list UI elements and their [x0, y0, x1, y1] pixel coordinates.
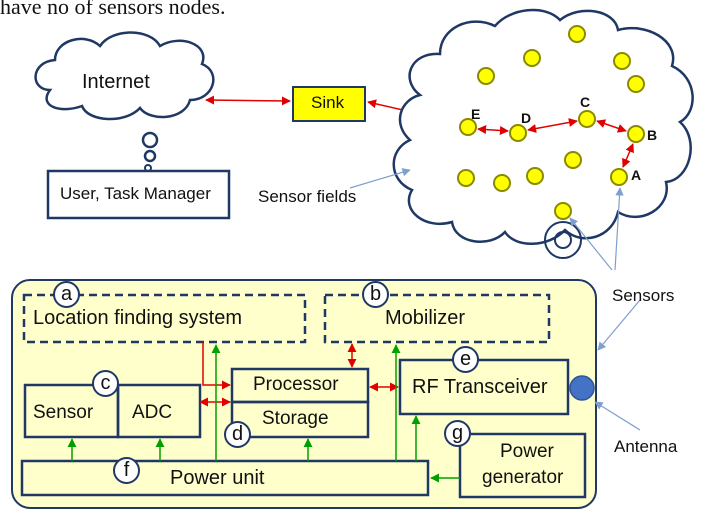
adc-label: ADC — [132, 402, 173, 423]
link-c-b — [596, 119, 627, 133]
sensors-label: Sensors — [612, 286, 675, 305]
node-a-label: A — [631, 167, 642, 183]
sensor-node-b — [627, 125, 645, 143]
link-b-a — [622, 143, 634, 168]
location-finding-box — [22, 293, 307, 344]
internet-label: Internet — [82, 71, 150, 93]
marker-g: g — [444, 420, 471, 447]
sensor-node-c — [578, 110, 596, 128]
link-e-d — [477, 125, 509, 135]
sensor-node — [627, 75, 645, 93]
sensor-node — [493, 174, 511, 192]
caption-fragment: have no of sensors nodes. — [0, 0, 226, 19]
sensor-node-panel — [11, 279, 597, 509]
sensor-node — [564, 151, 582, 169]
sink-label: Sink — [311, 93, 345, 112]
sensor-node — [554, 202, 572, 220]
sensor-node-d — [509, 124, 527, 142]
sensors-pointer-node — [597, 299, 641, 351]
sensors-pointer-2 — [614, 187, 624, 271]
marker-b: b — [362, 281, 389, 308]
thought-bubble-medium — [143, 149, 157, 163]
sensor-node — [613, 52, 631, 70]
sensor-node — [526, 167, 544, 185]
antenna-label: Antenna — [614, 437, 678, 456]
link-d-c — [527, 118, 578, 133]
power-unit-box — [20, 459, 430, 497]
location-processor-link — [202, 342, 231, 390]
internet-sink-link — [205, 95, 291, 106]
sensor-node-a — [610, 168, 628, 186]
antenna-ring-inner — [554, 231, 572, 249]
marker-f: f — [113, 457, 140, 484]
sensor-node — [457, 169, 475, 187]
mobilizer-box — [323, 293, 551, 344]
marker-e: e — [452, 346, 479, 373]
power-unit-label: Power unit — [170, 467, 265, 489]
sensors-pointer-1 — [569, 217, 613, 271]
mobilizer-label: Mobilizer — [385, 307, 466, 329]
sensor-node — [568, 25, 586, 43]
antenna-pointer — [594, 401, 641, 431]
power-generator-box — [458, 432, 587, 499]
sensor-node-e — [459, 118, 477, 136]
internet-cloud — [34, 31, 215, 121]
storage-label: Storage — [262, 408, 329, 429]
node-d-label: D — [521, 110, 532, 126]
marker-c: c — [92, 370, 119, 397]
processor-label: Processor — [253, 374, 339, 395]
thought-bubble-large — [141, 131, 159, 149]
marker-d: d — [224, 421, 251, 448]
node-b-label: B — [647, 127, 658, 143]
antenna-ring-outer — [544, 221, 582, 259]
rf-transceiver-box — [398, 358, 570, 416]
marker-a: a — [53, 281, 80, 308]
storage-box — [230, 400, 370, 439]
antenna-icon — [569, 375, 595, 401]
sensor-node — [477, 67, 495, 85]
user-task-manager-label: User, Task Manager — [60, 184, 211, 203]
sink-box — [292, 86, 366, 122]
user-task-manager-box — [46, 169, 231, 220]
node-c-label: C — [580, 94, 591, 110]
sensor-node — [523, 49, 541, 67]
node-e-label: E — [471, 106, 481, 122]
sensor-label: Sensor — [33, 402, 94, 423]
power-generator-label-line1: Power — [500, 441, 554, 462]
power-generator-label-line2: generator — [482, 467, 564, 488]
adc-box — [116, 383, 202, 439]
sensor-fields-label: Sensor fields — [258, 187, 357, 206]
location-finding-label: Location finding system — [33, 307, 243, 329]
sensor-fields-pointer — [349, 168, 411, 189]
rf-transceiver-label: RF Transceiver — [412, 376, 548, 398]
